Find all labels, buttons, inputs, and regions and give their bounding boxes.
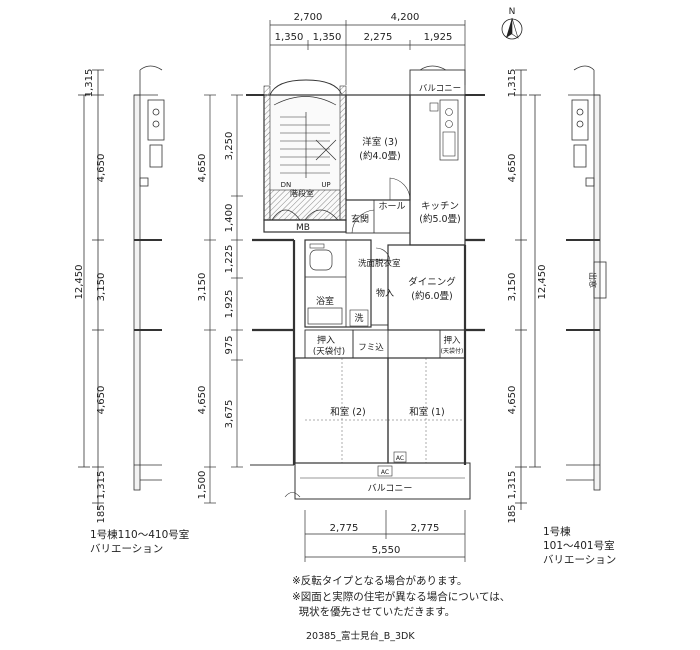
left-caption-line-2: バリエーション: [90, 543, 164, 555]
dimension-label: 12,450: [537, 265, 548, 300]
dim-top-total-0: 2,700: [294, 12, 323, 23]
dim-bottom-sub-0: 2,775: [330, 523, 359, 534]
right-variation-plan: [515, 65, 607, 510]
balcony-bottom-label: バルコニー: [368, 483, 413, 494]
closet-left-sub: (天袋付): [313, 346, 345, 357]
dimension-label: 4,650: [96, 386, 107, 415]
dimension-label: 1,500: [197, 471, 208, 500]
dimension-label: 1,315: [96, 471, 107, 500]
dimension-label: 1,225: [224, 245, 235, 274]
western-room-size: (約4.0畳): [359, 150, 401, 162]
right-caption-line-2: 101～401号室: [543, 540, 615, 552]
left-caption-line-1: 1号棟110～410号室: [90, 529, 190, 541]
note-line-2: ※図面と実際の住宅が異なる場合については、: [292, 591, 511, 603]
dim-top-total-1: 4,200: [391, 12, 420, 23]
stairwell-label: 階段室: [290, 188, 314, 198]
right-variation-dims: 1,315 4,650 12,450 3,150 4,650 1,315 185: [507, 69, 548, 524]
washroom-label: 洗面脱衣室: [358, 258, 401, 269]
closet-left-label: 押入: [317, 334, 335, 346]
washer-label: 洗: [354, 312, 363, 324]
stair-up-label: UP: [321, 181, 330, 189]
dimension-label: 4,650: [197, 386, 208, 415]
dim-bottom-total: 5,550: [372, 545, 401, 556]
western-room-label: 洋室 (3): [362, 136, 397, 148]
kitchen-size: (約5.0畳): [419, 213, 461, 225]
japanese-room-1-label: 和室 (1): [409, 406, 444, 418]
dimension-label: 1,925: [224, 290, 235, 319]
dimension-label: 3,150: [507, 273, 518, 302]
hall-label: ホール: [378, 201, 405, 212]
japanese-room-2-label: 和室 (2): [330, 406, 365, 418]
dimension-label: 4,650: [507, 154, 518, 183]
note-line-3: 現状を優先させていただきます。: [292, 606, 456, 618]
dimension-label: 4,650: [197, 154, 208, 183]
center-dims-inner: 3,250 1,400 1,225 1,925 975 3,675: [224, 132, 235, 429]
dining-size: (約6.0畳): [411, 290, 453, 302]
stair-dn-label: DN: [281, 181, 292, 189]
center-dims-outer: 4,650 3,150 4,650 1,500: [197, 154, 208, 500]
storage-label: 物入: [376, 287, 394, 299]
balcony-top-label: バルコニー: [419, 84, 461, 94]
dimension-label: 4,650: [507, 386, 518, 415]
bottom-dimensions: [304, 510, 466, 562]
dimension-label: 4,650: [96, 154, 107, 183]
dining-label: ダイニング: [408, 276, 456, 288]
ac-label-balcony: AC: [381, 469, 389, 476]
north-label: N: [509, 7, 516, 17]
dimension-label: 185: [507, 504, 518, 523]
dimension-label: 1,315: [84, 69, 95, 98]
dimension-label: 3,150: [197, 273, 208, 302]
left-variation-dims: 1,315 4,650 12,450 3,150 4,650 1,315 185: [74, 69, 107, 524]
bay-window-label: 出窓: [588, 272, 598, 288]
bath-label: 浴室: [316, 295, 334, 307]
dimension-label: 1,315: [507, 69, 518, 98]
closet-right-label: 押入: [443, 335, 461, 346]
dimension-label: 3,675: [224, 400, 235, 429]
dimension-label: 1,315: [507, 471, 518, 500]
entrance-label: 玄関: [351, 213, 369, 225]
dim-bottom-sub-1: 2,775: [411, 523, 440, 534]
main-floor-plan: [246, 65, 485, 500]
dim-top-sub-1: 1,350: [313, 32, 342, 43]
room-labels: 階段室 DN UP MB 洋室 (3) (約4.0畳) ホール 玄関 キッチン …: [281, 84, 464, 494]
dimension-label: 975: [224, 335, 235, 354]
north-arrow-icon: N: [501, 7, 523, 40]
kitchen-label: キッチン: [421, 201, 459, 212]
dim-top-sub-0: 1,350: [275, 32, 304, 43]
ac-label-room: AC: [396, 455, 404, 462]
center-dim-lines: [204, 94, 243, 504]
top-dimensions: [269, 20, 466, 85]
dimension-label: 185: [96, 504, 107, 523]
note-line-1: ※反転タイプとなる場合があります。: [292, 575, 468, 587]
dimension-label: 3,250: [224, 132, 235, 161]
closet-right-sub: (天袋付): [441, 347, 464, 355]
right-caption-line-1: 1号棟: [543, 526, 571, 538]
mb-label: MB: [296, 223, 310, 233]
dim-top-sub-3: 1,925: [424, 32, 453, 43]
dimension-label: 12,450: [74, 265, 85, 300]
dimension-label: 1,400: [224, 204, 235, 233]
closet-mid-label: フミ込: [358, 342, 384, 353]
right-caption-line-3: バリエーション: [543, 554, 617, 566]
dim-top-sub-2: 2,275: [364, 32, 393, 43]
left-variation-plan: [78, 65, 165, 510]
dimension-label: 3,150: [96, 273, 107, 302]
footer-code: 20385_富士見台_B_3DK: [306, 631, 415, 642]
